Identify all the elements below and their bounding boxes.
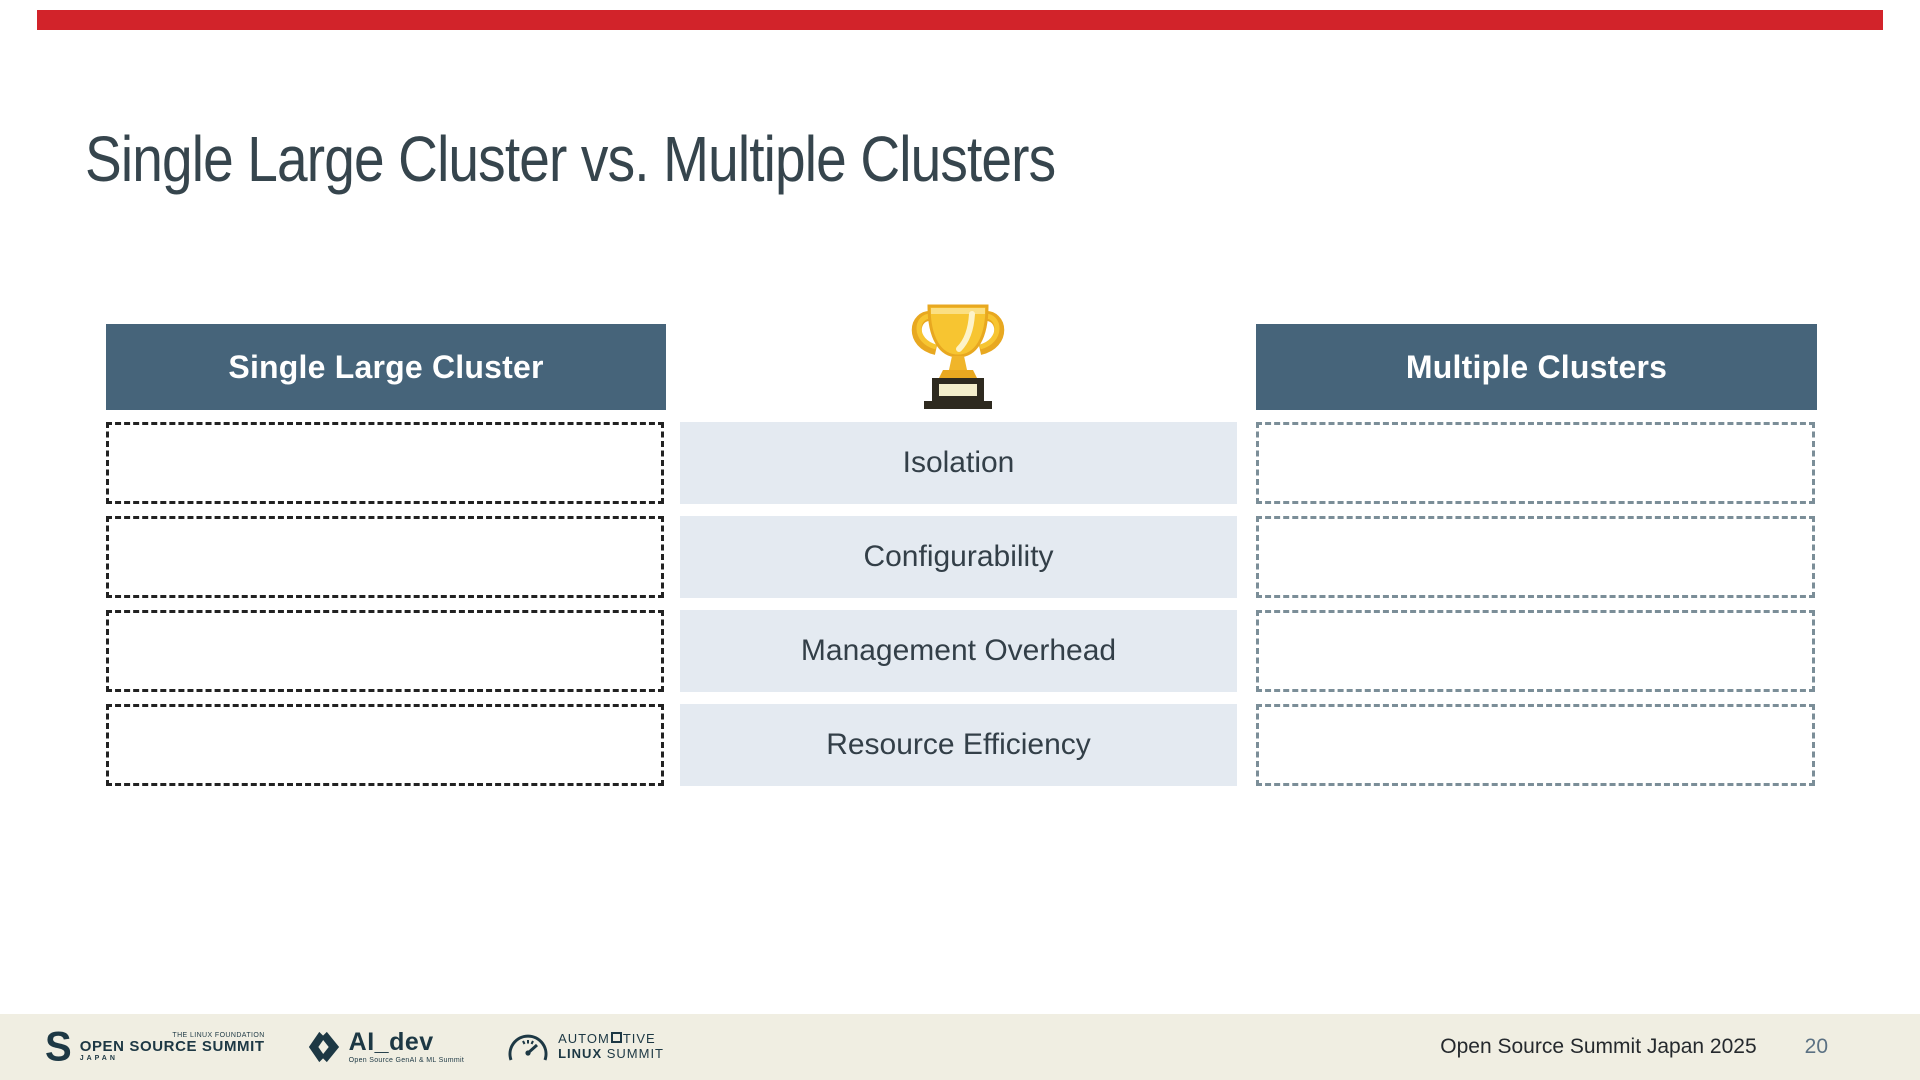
ai-dev-diamond-icon — [308, 1031, 339, 1063]
left-column-header: Single Large Cluster — [106, 324, 666, 410]
left-placeholder-box — [106, 610, 664, 692]
right-placeholder-box — [1256, 610, 1815, 692]
open-source-summit-japan-logo: S THE LINUX FOUNDATION OPEN SOURCE SUMMI… — [45, 1023, 265, 1071]
ai-dev-logo-title: AI_dev — [348, 1028, 434, 1056]
criterion-row: Isolation — [680, 422, 1237, 504]
criterion-row: Management Overhead — [680, 610, 1237, 692]
slide-title: Single Large Cluster vs. Multiple Cluste… — [85, 123, 1056, 195]
right-placeholder-box — [1256, 516, 1815, 598]
right-column-header: Multiple Clusters — [1256, 324, 1817, 410]
speedometer-icon — [508, 1034, 548, 1061]
left-placeholder-box — [106, 516, 664, 598]
footer-event-name: Open Source Summit Japan 2025 — [1440, 1035, 1757, 1058]
als-logo-line1-post: TIVE — [622, 1031, 656, 1047]
left-placeholder-box — [106, 422, 664, 504]
criterion-row: Resource Efficiency — [680, 704, 1237, 786]
automotive-linux-summit-logo: AUTOM TIVE LINUX SUMMIT — [506, 1031, 664, 1062]
top-accent-bar — [37, 10, 1883, 30]
als-square-o-icon — [610, 1032, 622, 1044]
als-logo-summit: SUMMIT — [602, 1046, 664, 1061]
ai-dev-logo: AI_dev Open Source GenAI & ML Summit — [307, 1030, 464, 1064]
oss-logo-main-line: OPEN SOURCE SUMMIT — [79, 1038, 265, 1056]
page-number: 20 — [1804, 1035, 1828, 1058]
oss-logo-foundation-line: THE LINUX FOUNDATION — [172, 1031, 265, 1039]
left-placeholder-box — [106, 704, 664, 786]
footer-logo-strip: S THE LINUX FOUNDATION OPEN SOURCE SUMMI… — [0, 1023, 664, 1071]
criterion-row: Configurability — [680, 516, 1237, 598]
oss-logo-japan-line: JAPAN — [79, 1054, 118, 1062]
oss-s-mark-icon: S — [45, 1023, 72, 1071]
right-placeholder-box — [1256, 704, 1815, 786]
footer-bar: S THE LINUX FOUNDATION OPEN SOURCE SUMMI… — [0, 1014, 1920, 1080]
right-placeholder-box — [1256, 422, 1815, 504]
als-logo-linux: LINUX — [558, 1046, 603, 1061]
trophy-icon — [911, 304, 1005, 409]
als-logo-line1-pre: AUTOM — [558, 1031, 610, 1047]
ai-dev-logo-subtitle: Open Source GenAI & ML Summit — [348, 1057, 465, 1064]
